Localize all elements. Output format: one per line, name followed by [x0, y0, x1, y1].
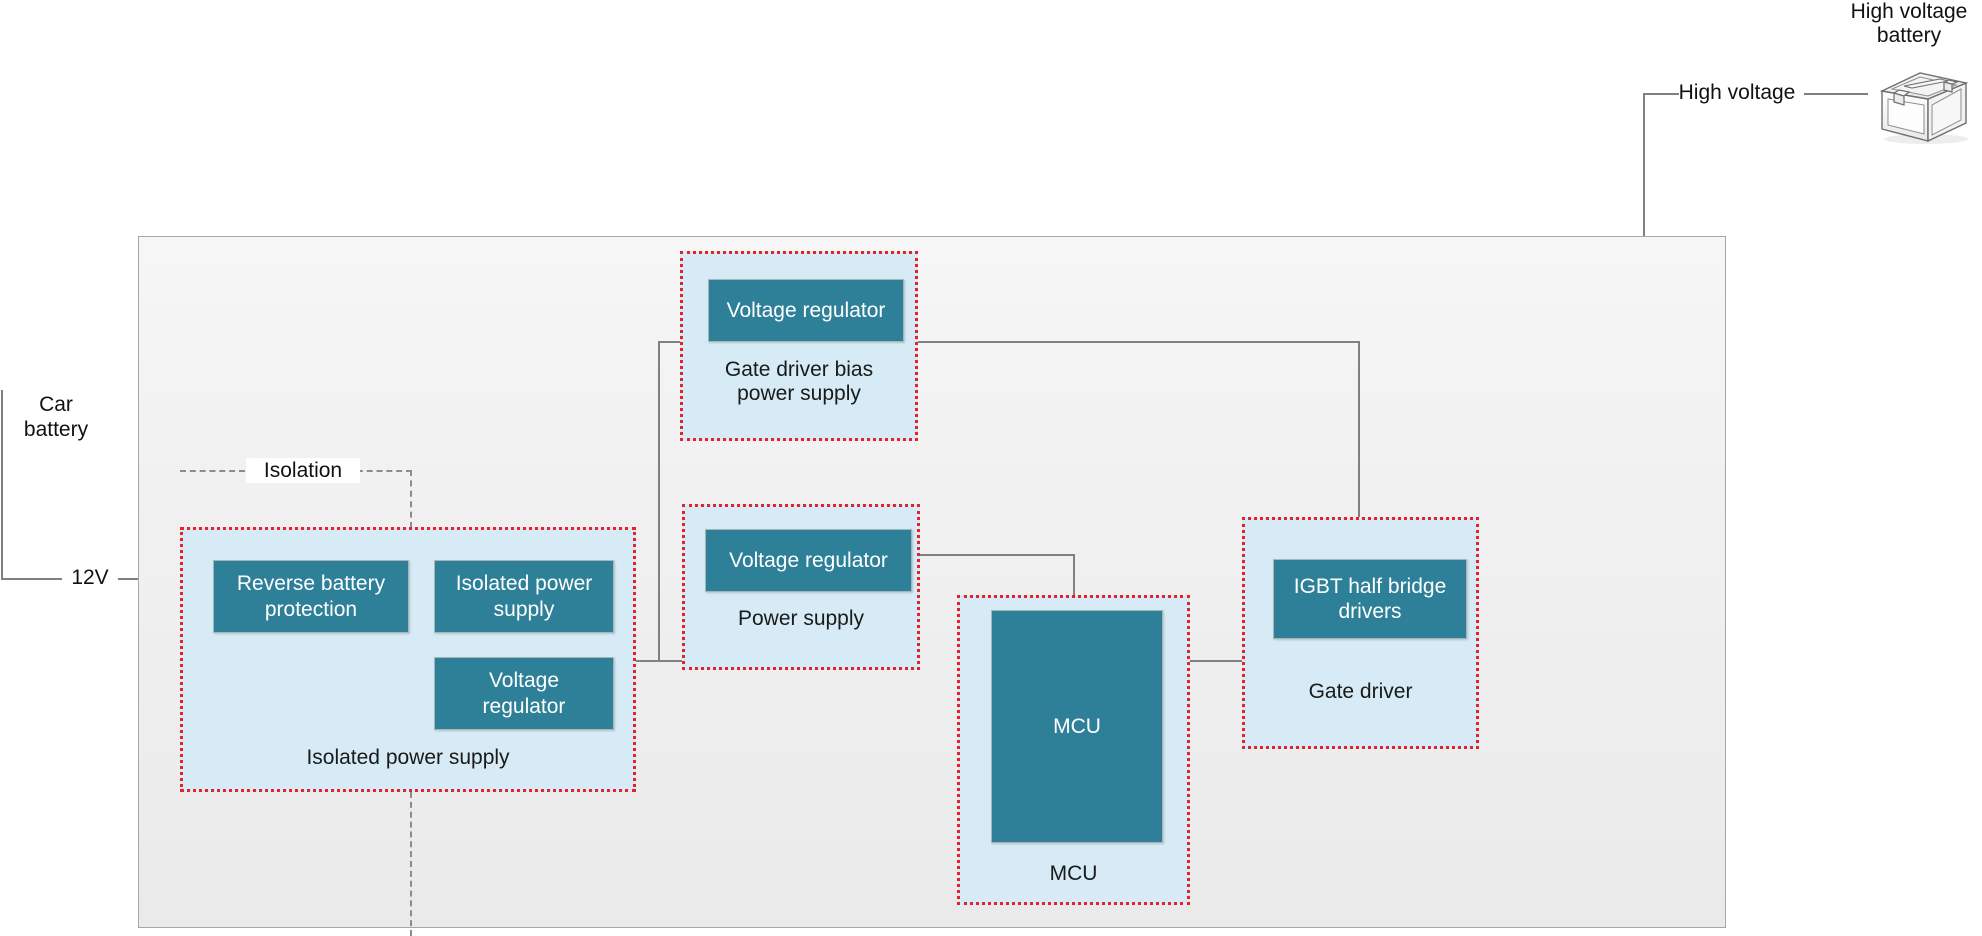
- block-mcu-label: MCU: [1053, 714, 1101, 738]
- wire-bias-to-igbt-vertical: [1358, 341, 1360, 556]
- block-voltage-regulator-bias-label: Voltage regulator: [726, 298, 886, 322]
- high-voltage-battery-label: High voltage battery: [1836, 0, 1982, 48]
- wire-trunk-to-power-supply: [658, 660, 684, 662]
- group-mcu-label: MCU: [1049, 862, 1098, 885]
- isolation-line-vertical-top: [410, 470, 412, 528]
- group-gate-driver-bias-label-line1: Gate driver bias: [724, 358, 874, 381]
- block-voltage-regulator-power-supply[interactable]: Voltage regulator: [705, 529, 912, 592]
- car-battery-label-line2: battery: [23, 418, 89, 442]
- car-battery-icon: [1868, 55, 1978, 147]
- isolation-label: Isolation: [246, 458, 360, 484]
- wire-power-supply-to-mcu-vertical: [1073, 554, 1075, 609]
- wire-trunk-to-gate-driver-bias: [658, 341, 680, 343]
- wire-power-supply-to-mcu-horizontal: [908, 554, 1075, 556]
- hv-battery-label-line1: High voltage: [1850, 0, 1968, 23]
- group-isolated-power-supply-label: Isolated power supply: [306, 746, 510, 769]
- wire-iso-regulator-to-trunk: [612, 660, 660, 662]
- group-mcu[interactable]: MCU MCU: [957, 595, 1190, 905]
- car-battery-vertical-wire: [1, 390, 3, 580]
- group-gate-driver-label: Gate driver: [1308, 680, 1413, 703]
- supply-voltage-label: 12V: [62, 565, 118, 591]
- hv-battery-label-line2: battery: [1876, 24, 1942, 48]
- car-battery-label: Car battery: [6, 392, 106, 442]
- car-battery-label-line1: Car: [39, 393, 73, 416]
- isolation-line-vertical-bottom: [410, 792, 412, 936]
- block-mcu[interactable]: MCU: [991, 610, 1163, 843]
- group-gate-driver-bias-power-supply[interactable]: Voltage regulator Gate driver bias power…: [680, 251, 918, 441]
- high-voltage-wire-left: [1643, 93, 1679, 95]
- high-voltage-wire-right: [1792, 93, 1868, 95]
- wire-mcu-to-gate-driver: [1190, 660, 1242, 662]
- block-voltage-regulator-power-supply-label: Voltage regulator: [729, 548, 888, 572]
- high-voltage-label: High voltage: [1670, 80, 1804, 106]
- group-power-supply[interactable]: Voltage regulator Power supply: [682, 504, 920, 670]
- group-power-supply-label: Power supply: [737, 607, 865, 630]
- wire-trunk-vertical: [658, 341, 660, 662]
- block-voltage-regulator-bias[interactable]: Voltage regulator: [708, 279, 904, 342]
- group-gate-driver-bias-power-supply-label: Gate driver bias power supply: [683, 358, 915, 406]
- wire-bias-to-igbt-horizontal: [900, 341, 1360, 343]
- group-gate-driver-bias-label-line2: power supply: [737, 382, 861, 406]
